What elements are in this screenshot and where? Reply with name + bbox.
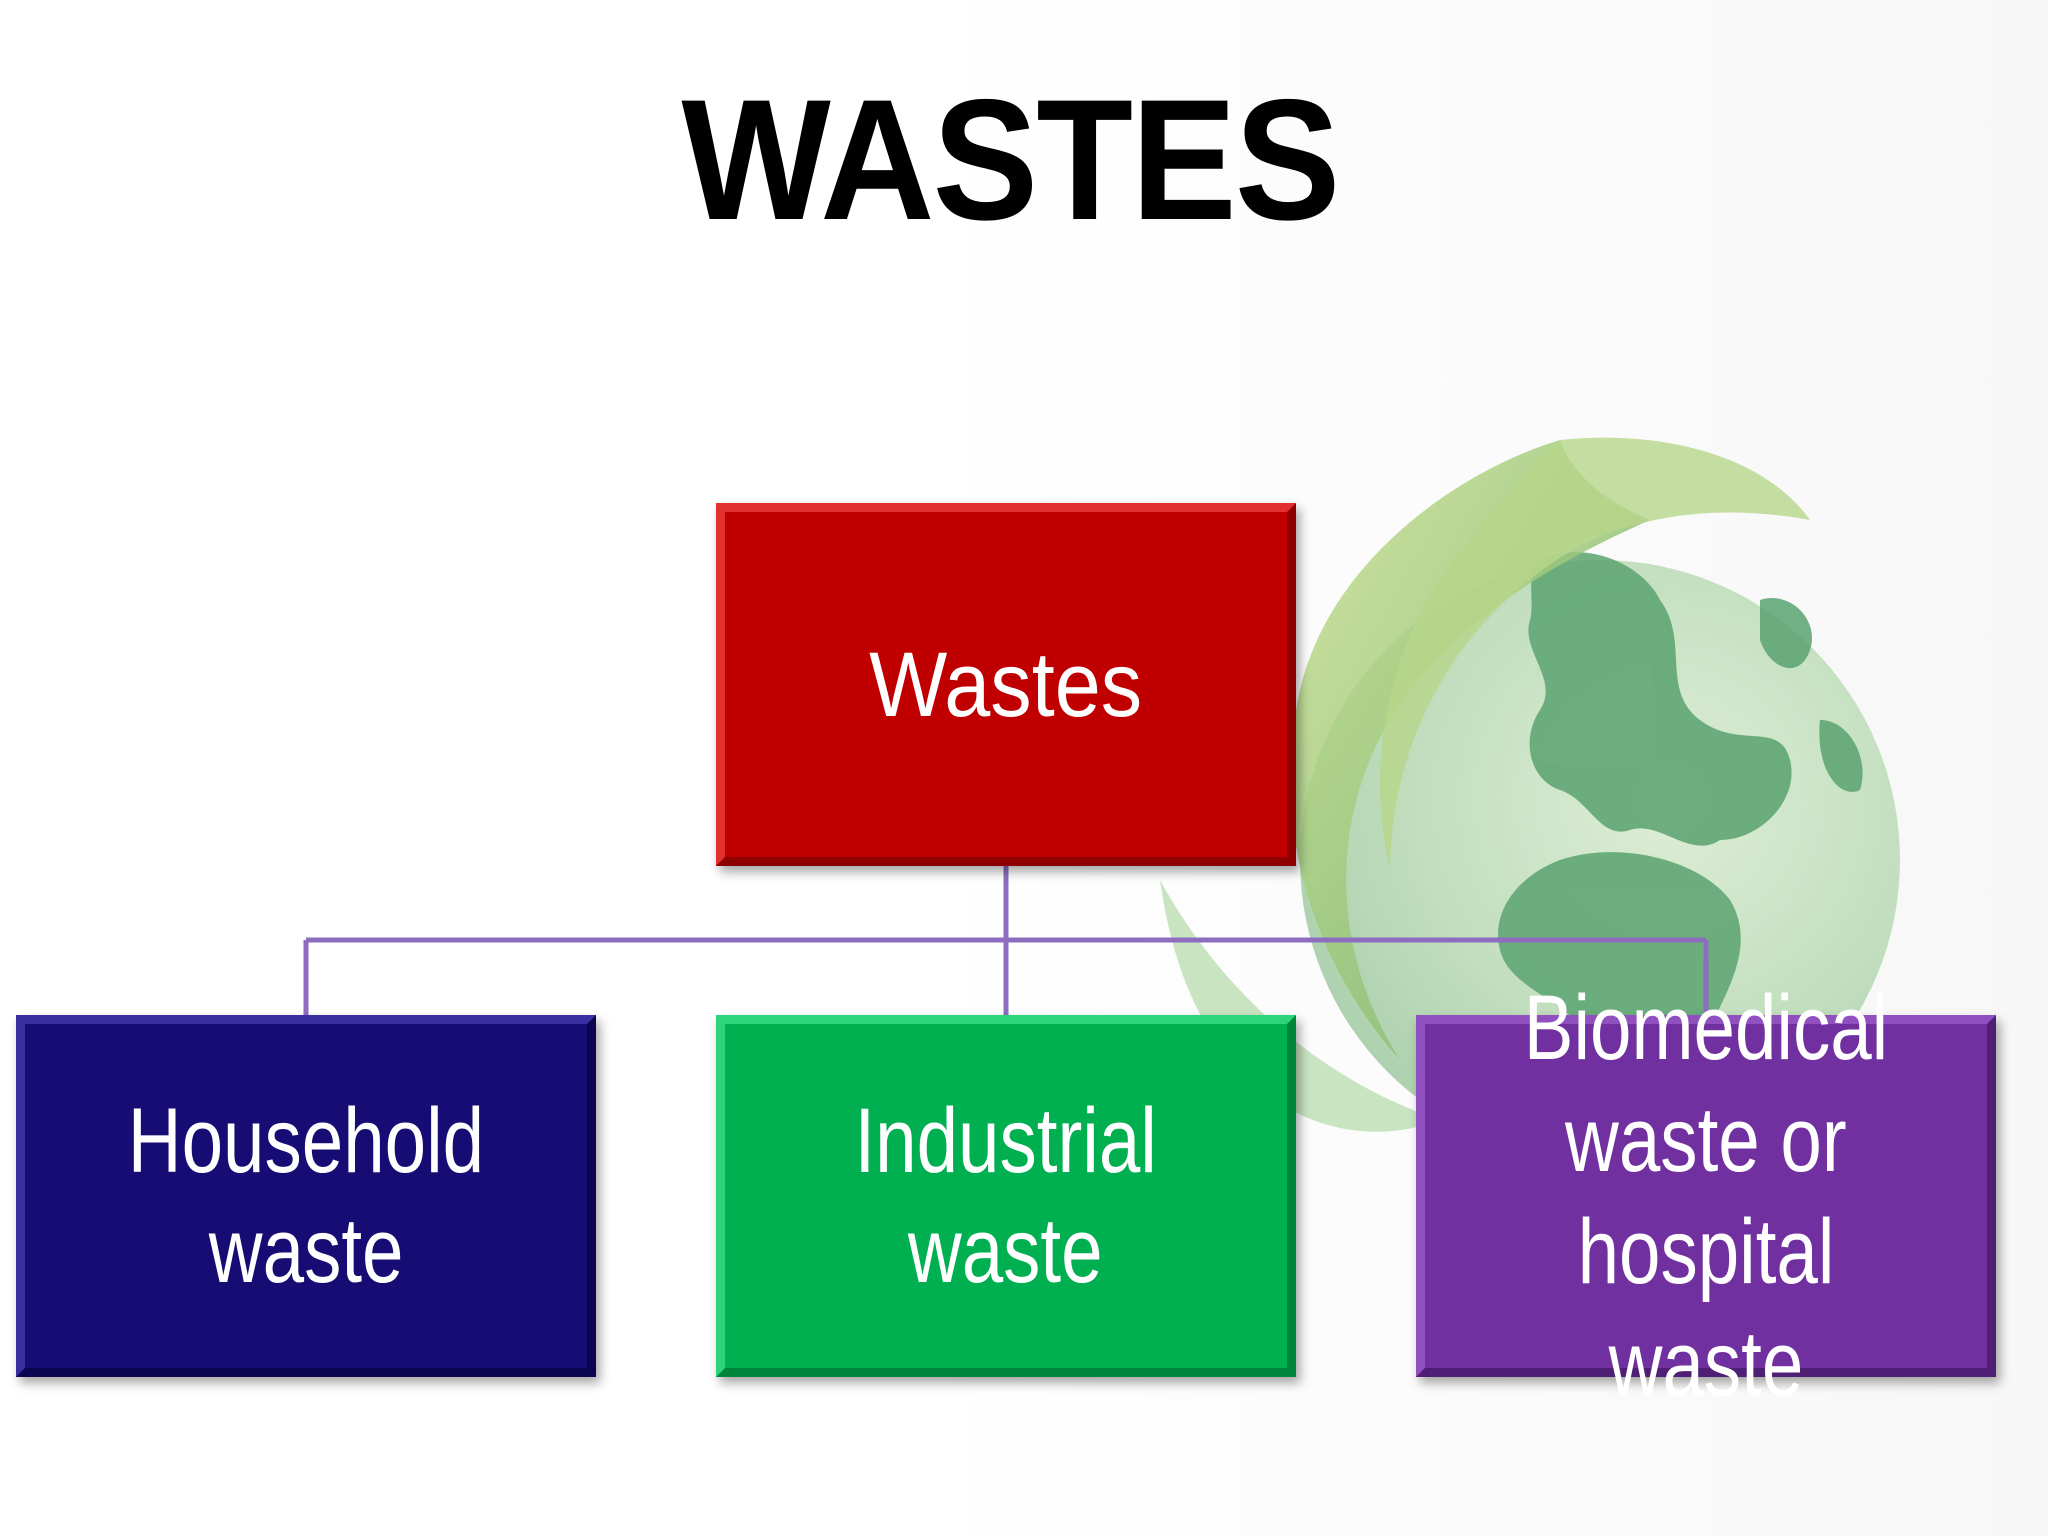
node-label: Industrial waste xyxy=(838,1086,1174,1306)
node-wastes: Wastes xyxy=(716,503,1296,866)
node-label-line: Industrial xyxy=(854,1090,1158,1192)
node-label-line: waste xyxy=(908,1200,1104,1302)
node-label-line: Household xyxy=(127,1090,485,1192)
node-label-line: waste xyxy=(208,1200,404,1302)
node-label: Biomedical waste or hospital waste xyxy=(1453,972,1959,1420)
page-title: WASTES xyxy=(681,64,1340,256)
node-biomedical-waste: Biomedical waste or hospital waste xyxy=(1416,977,1996,1415)
node-label-line: Biomedical xyxy=(1523,977,1889,1079)
node-label: Wastes xyxy=(869,633,1143,736)
node-label: Household waste xyxy=(108,1086,504,1306)
node-label-line: waste or xyxy=(1565,1089,1847,1191)
node-household-waste: Household waste xyxy=(16,1015,596,1377)
node-label-line: hospital waste xyxy=(1577,1201,1835,1415)
node-industrial-waste: Industrial waste xyxy=(716,1015,1296,1377)
